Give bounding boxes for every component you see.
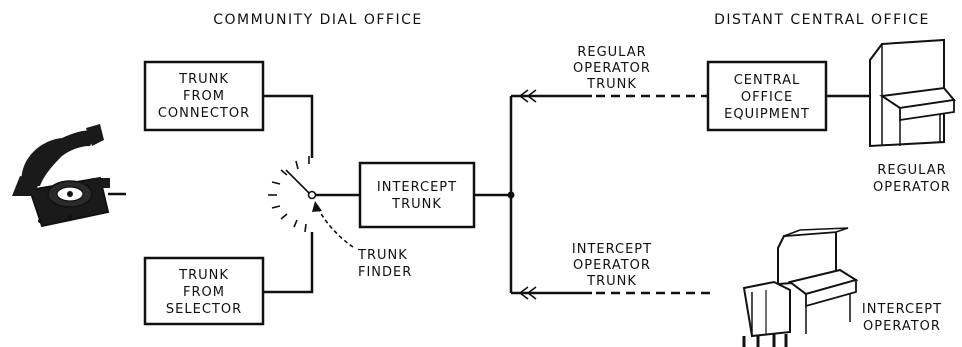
trunk-from-selector-line-2: FROM [183,285,225,300]
trunk-from-connector-line-3: CONNECTOR [158,106,250,121]
regular-operator-label-1: REGULAR [877,163,946,178]
intercept-trunk-box: INTERCEPT TRUNK [358,161,476,229]
selector-lead [263,232,314,294]
distant-central-office-header: DISTANT CENTRAL OFFICE [714,12,930,28]
telephone-icon [12,124,110,228]
intercept-operator-label-1: INTERCEPT [862,302,942,317]
trunk-from-connector-line-1: TRUNK [178,72,229,87]
intercept-trunk-line-1: INTERCEPT [377,180,457,195]
trunk-from-selector-box: TRUNK FROM SELECTOR [143,256,265,326]
central-office-equipment-box: CENTRAL OFFICE EQUIPMENT [706,60,828,132]
central-office-equipment-line-3: EQUIPMENT [724,107,810,122]
intercept-operator-trunk-label-3: TRUNK [586,274,637,289]
intercept-trunk-jack-1 [518,286,529,300]
community-dial-office-header: COMMUNITY DIAL OFFICE [213,12,422,28]
intercept-operator-trunk-label-1: INTERCEPT [572,242,652,257]
regular-operator-trunk-label-2: OPERATOR [573,61,651,76]
trunk-finder-arrowhead [312,201,322,212]
regular-operator-trunk-label-1: REGULAR [577,45,646,60]
trunk-from-selector-line-1: TRUNK [178,268,229,283]
trunk-finder-pointer [317,207,354,248]
trunk-finder-switch-icon [268,156,317,233]
intercept-operator-trunk-label-2: OPERATOR [573,258,651,273]
intercept-operator-console-icon [742,227,859,347]
trunk-finder-label-line-2: FINDER [358,265,412,280]
regular-operator-trunk-label-3: TRUNK [586,77,637,92]
intercept-trunk-line-2: TRUNK [391,197,442,212]
regular-trunk-jack-2 [526,89,537,103]
trunk-from-connector-box: TRUNK FROM CONNECTOR [143,60,265,132]
intercept-trunk-jack-2 [526,286,537,300]
regular-trunk-jack-1 [518,89,529,103]
regular-operator-label-2: OPERATOR [873,180,951,195]
central-office-equipment-line-2: OFFICE [741,90,793,105]
intercept-operator-label-2: OPERATOR [863,319,941,334]
regular-operator-console-icon [869,38,956,148]
trunk-from-connector-line-2: FROM [183,89,225,104]
central-office-equipment-line-1: CENTRAL [734,73,801,88]
trunk-from-selector-line-3: SELECTOR [166,302,242,317]
connector-lead [263,94,314,158]
trunk-finder-label-line-1: TRUNK [357,248,408,263]
